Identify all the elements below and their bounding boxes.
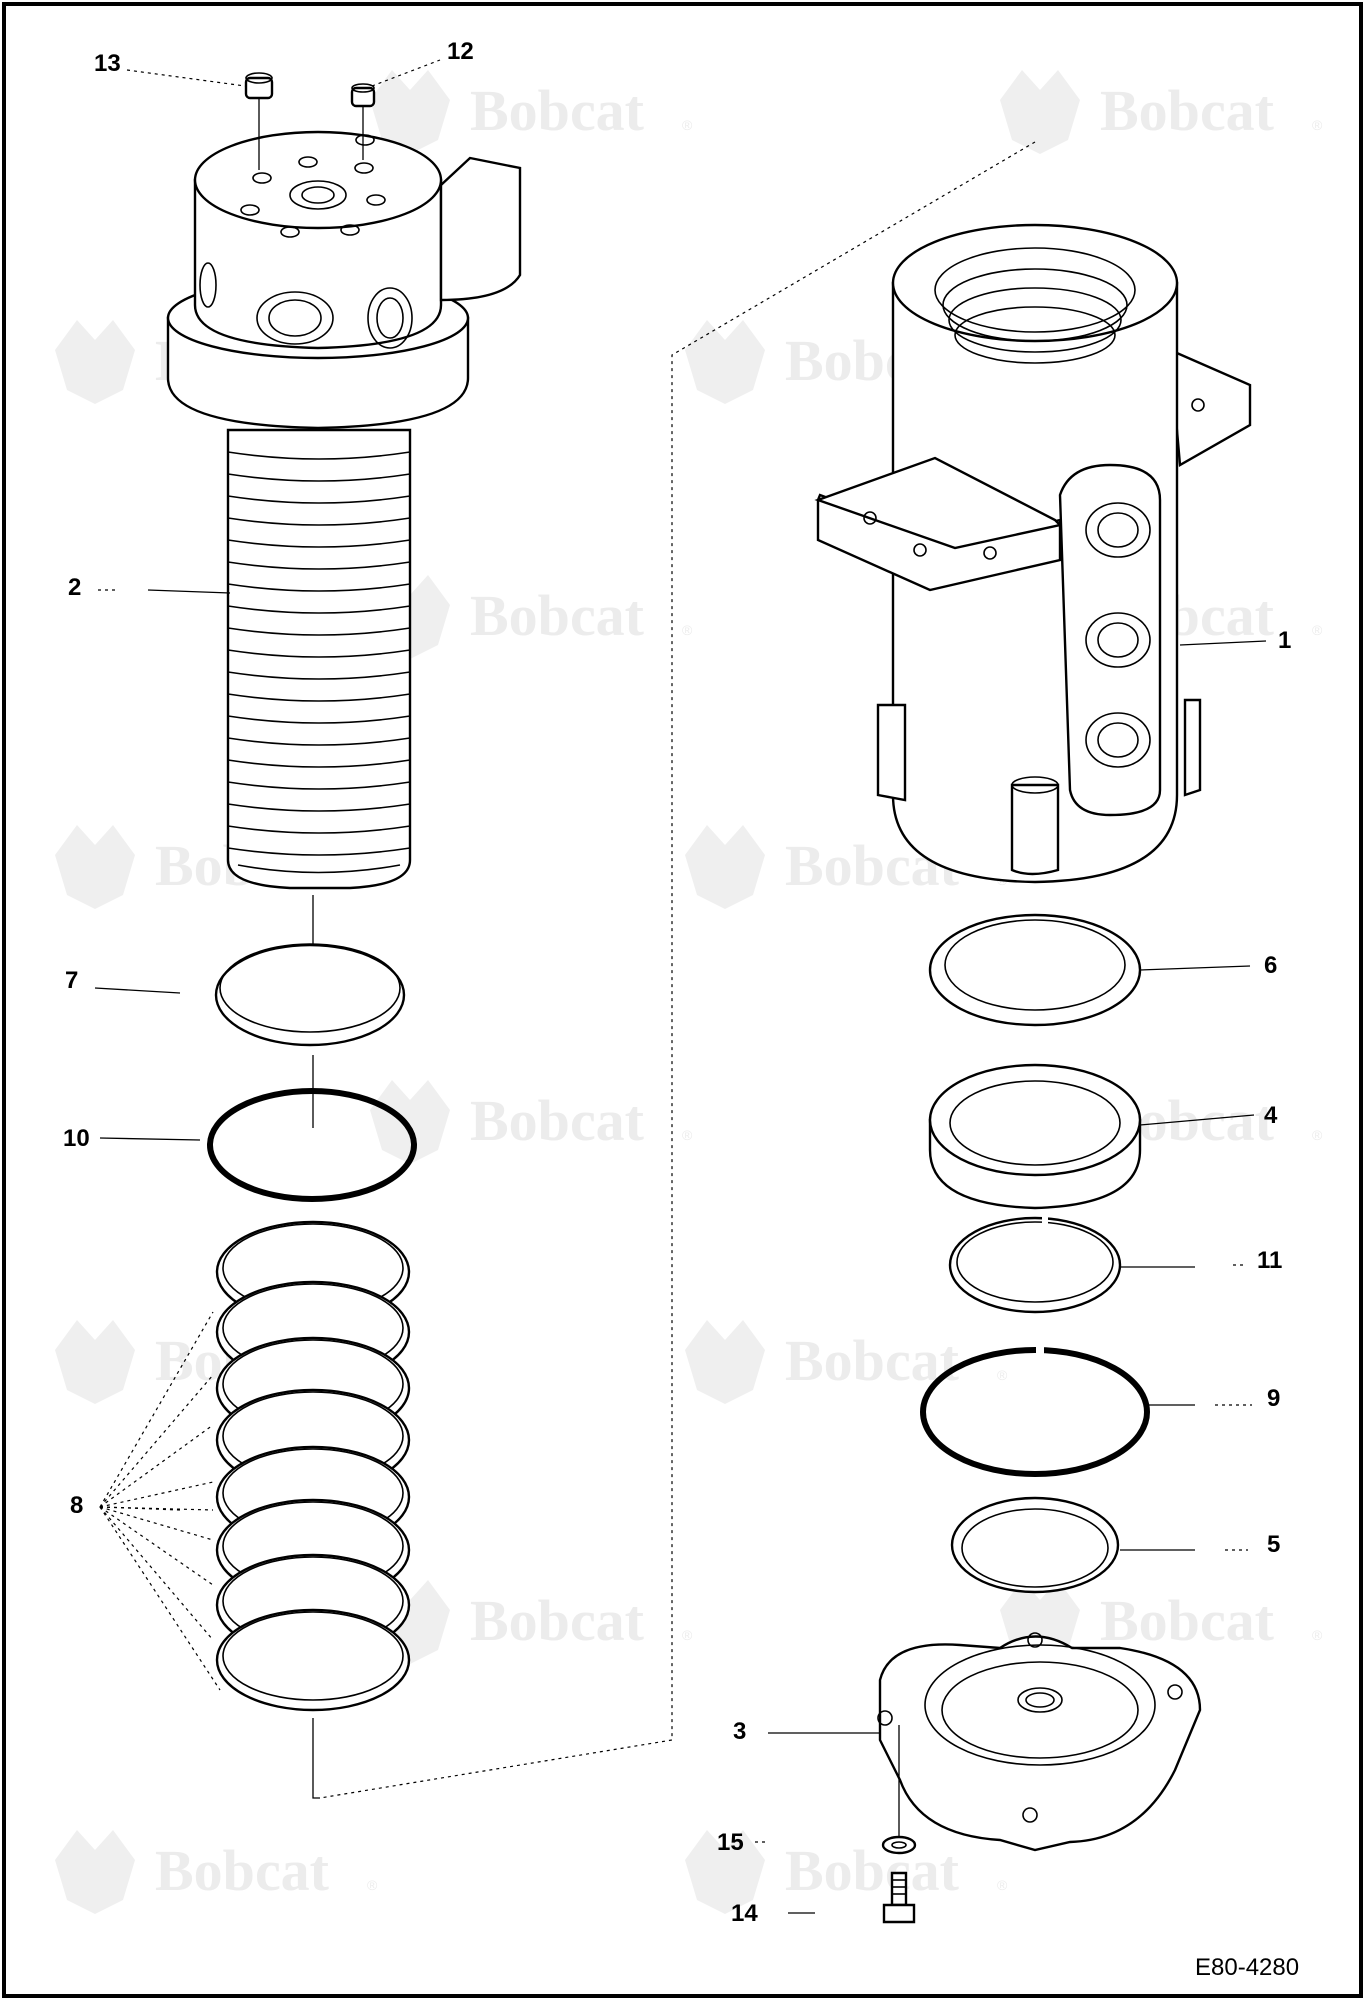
callout-8-leader [99,1481,214,1508]
bobcat-logo-watermark: Bobcat ® [370,1080,693,1164]
shaft-groove [227,583,411,592]
shaft-groove [227,715,411,724]
callout-8-leader [99,1506,214,1641]
plug-part-12 [350,83,376,160]
bobcat-logo-watermark: Bobcat ® [685,1830,1008,1914]
callout-9: 9 [1267,1385,1280,1412]
callout-5: 5 [1267,1531,1280,1558]
bobcat-logo-watermark: Bobcat ® [370,70,693,154]
watermark-registered: ® [682,1127,693,1143]
callout-11: 11 [1257,1247,1282,1274]
shaft-groove [227,803,411,812]
shaft-groove [227,847,411,856]
assembly-path-line [319,141,1036,1799]
axis-line [312,1718,320,1799]
bobcat-logo-watermark: Bobcat ® [370,575,693,659]
seal-ring [215,1608,411,1712]
shaft-groove [227,561,411,570]
callout-8-fan-lines [99,1311,221,1691]
watermark-text: Bobcat [470,1588,645,1653]
ring-part-4 [928,1063,1142,1210]
o-ring-part-9 [920,1343,1150,1477]
watermark-text: Bobcat [1100,78,1275,143]
callout-3: 3 [733,1718,746,1745]
callout-labels: 13 12 2 1 7 10 8 6 4 11 9 5 3 15 14 [63,38,1291,1927]
shaft-groove [227,517,411,526]
bobcat-logo-watermark: Bobcat ® [55,1830,378,1914]
split-ring-part-11 [948,1215,1122,1314]
callout-13: 13 [94,50,121,77]
watermark-registered: ® [997,1367,1008,1383]
callout-2: 2 [68,574,81,601]
callout-8-leader [99,1506,214,1586]
backup-ring-part-7 [214,943,406,1047]
shaft-groove [227,605,411,614]
plug-part-13 [244,72,274,170]
watermark-text: Bobcat [785,1838,960,1903]
watermark-registered: ® [1312,1127,1323,1143]
callout-12: 12 [447,38,474,65]
callout-8-leader [99,1506,181,1511]
ring-part-6 [928,913,1142,1027]
watermark-registered: ® [682,1627,693,1643]
callout-8: 8 [70,1492,83,1519]
callout-8-leader [99,1374,214,1508]
bobcat-logo-watermark: Bobcat ® [685,1320,1008,1404]
callout-15: 15 [717,1829,744,1856]
watermark-registered: ® [682,622,693,638]
bobcat-logo-watermark: Bobcat ® [1000,70,1323,154]
shaft-groove [227,649,411,658]
shaft-groove [227,825,411,834]
watermark-text: Bobcat [470,78,645,143]
callout-8-leader [99,1506,214,1511]
shaft-groove [227,451,411,460]
watermark-text: Bobcat [470,583,645,648]
callout-6: 6 [1264,952,1277,979]
callout-7: 7 [65,967,78,994]
watermark-text: Bobcat [155,1838,330,1903]
watermark-registered: ® [682,117,693,133]
watermark-registered: ® [367,1877,378,1893]
callout-14: 14 [731,1900,758,1927]
watermark-text: Bobcat [470,1088,645,1153]
shaft-groove [227,627,411,636]
ring-part-5 [950,1496,1120,1594]
callout-leaders [94,59,1267,1914]
callout-1: 1 [1278,627,1291,654]
callout-8-leader [99,1506,221,1691]
shaft-groove [227,737,411,746]
shaft-groove [227,781,411,790]
swivel-housing-part-1 [814,223,1252,884]
watermark-registered: ® [1312,117,1323,133]
shaft-groove [227,495,411,504]
callout-4: 4 [1264,1102,1278,1129]
drawing-code: E80-4280 [1195,1954,1299,1981]
shaft-groove [227,693,411,702]
bobcat-logo-watermark: Bobcat ® [370,1580,693,1664]
shaft-groove [227,671,411,680]
shaft-groove [227,539,411,548]
washer-part-15 [881,1725,917,1855]
swivel-shaft-part-2 [166,130,522,890]
watermark-registered: ® [1312,622,1323,638]
o-ring-part-10 [207,1088,417,1202]
callout-10: 10 [63,1125,90,1152]
bolt-part-14 [882,1871,916,1924]
watermark-registered: ® [1312,1627,1323,1643]
shaft-groove [227,473,411,482]
shaft-groove [227,759,411,768]
callout-8-leader [99,1424,214,1508]
callout-8-leader [99,1311,214,1508]
watermark-text: Bobcat [1100,1588,1275,1653]
seal-ring-stack-part-8 [215,1220,411,1712]
watermark-registered: ® [997,1877,1008,1893]
cover-part-3 [877,1632,1202,1852]
watermark-text: Bobcat [785,1328,960,1393]
callout-8-leader [99,1506,214,1541]
